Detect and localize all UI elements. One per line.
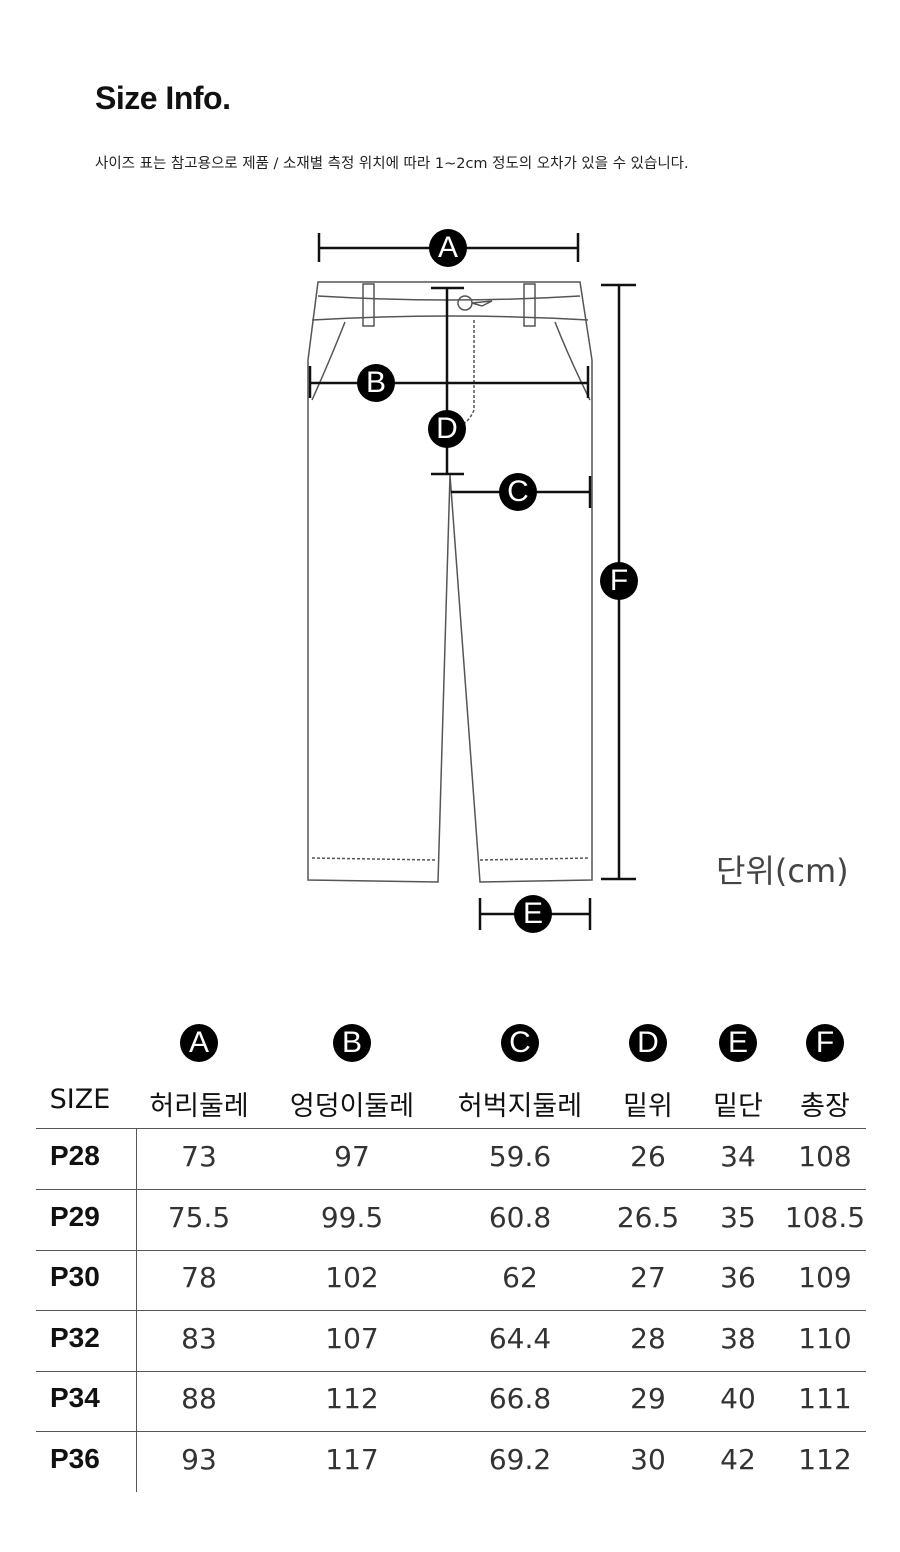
pants-diagram — [307, 233, 636, 930]
row-divider — [36, 1249, 866, 1251]
size-cell: P28 — [50, 1140, 100, 1171]
value-cell: 30 — [630, 1442, 666, 1476]
header-thigh: 허벅지둘레 — [457, 1091, 583, 1122]
size-cell: P29 — [50, 1200, 100, 1232]
value-cell: 27 — [630, 1261, 666, 1294]
value-cell: 36 — [720, 1261, 756, 1294]
header-waist: 허리둘레 — [149, 1091, 249, 1122]
column-marker-d: D — [629, 1024, 667, 1062]
column-marker-e: E — [719, 1024, 757, 1062]
value-cell: 109 — [798, 1261, 852, 1294]
value-cell: 38 — [720, 1321, 756, 1355]
value-cell: 107 — [325, 1321, 379, 1355]
value-cell: 75.5 — [167, 1200, 231, 1234]
value-cell: 112 — [325, 1382, 379, 1415]
column-marker-b: B — [333, 1024, 371, 1062]
value-cell: 59.6 — [488, 1140, 552, 1173]
marker-e: E — [514, 895, 552, 933]
page-title: Size Info. — [95, 80, 231, 116]
value-cell: 28 — [630, 1321, 666, 1355]
pants-outline — [307, 281, 593, 883]
value-cell: 83 — [181, 1321, 217, 1355]
size-cell: P36 — [50, 1442, 100, 1474]
value-cell: 35 — [720, 1200, 756, 1234]
header-hip: 엉덩이둘레 — [289, 1091, 415, 1122]
size-cell: P34 — [50, 1382, 100, 1413]
value-cell: 88 — [181, 1382, 217, 1415]
value-cell: 117 — [325, 1442, 379, 1476]
value-cell: 111 — [798, 1382, 852, 1415]
value-cell: 64.4 — [488, 1321, 552, 1355]
column-marker-f: F — [806, 1024, 844, 1062]
value-cell: 62 — [502, 1261, 538, 1294]
value-cell: 110 — [798, 1321, 852, 1355]
marker-f: F — [600, 562, 638, 600]
row-divider — [36, 1189, 866, 1190]
column-marker-c: C — [501, 1024, 539, 1062]
size-cell: P30 — [50, 1261, 100, 1292]
marker-c: C — [499, 473, 537, 511]
value-cell: 78 — [181, 1261, 217, 1294]
value-cell: 102 — [325, 1261, 379, 1294]
value-cell: 97 — [334, 1140, 370, 1173]
marker-a: A — [429, 229, 467, 267]
row-divider — [36, 1431, 866, 1432]
marker-d: D — [428, 410, 466, 448]
header-size: SIZE — [49, 1084, 111, 1115]
value-cell: 42 — [720, 1442, 756, 1476]
row-divider — [36, 1310, 866, 1311]
value-cell: 73 — [181, 1140, 217, 1173]
value-cell: 108 — [798, 1140, 852, 1173]
value-cell: 112 — [798, 1442, 852, 1476]
value-cell: 108.5 — [784, 1200, 866, 1234]
value-cell: 40 — [720, 1382, 756, 1415]
row-divider — [36, 1370, 866, 1372]
value-cell: 29 — [630, 1382, 666, 1415]
size-cell: P32 — [50, 1321, 100, 1353]
value-cell: 60.8 — [488, 1200, 552, 1234]
header-hem: 밑단 — [713, 1091, 763, 1122]
value-cell: 34 — [720, 1140, 756, 1173]
value-cell: 26 — [630, 1140, 666, 1173]
value-cell: 93 — [181, 1442, 217, 1476]
value-cell: 69.2 — [488, 1442, 552, 1476]
value-cell: 99.5 — [320, 1200, 384, 1234]
marker-b: B — [357, 364, 395, 402]
value-cell: 26.5 — [616, 1200, 680, 1234]
header-divider — [36, 1128, 866, 1129]
size-notice: 사이즈 표는 참고용으로 제품 / 소재별 측정 위치에 따라 1~2cm 정도… — [95, 156, 689, 172]
header-rise: 밑위 — [623, 1091, 673, 1122]
value-cell: 66.8 — [488, 1382, 552, 1415]
column-marker-a: A — [180, 1024, 218, 1062]
unit-label: 단위(cm) — [716, 852, 849, 890]
header-length: 총장 — [800, 1091, 850, 1122]
